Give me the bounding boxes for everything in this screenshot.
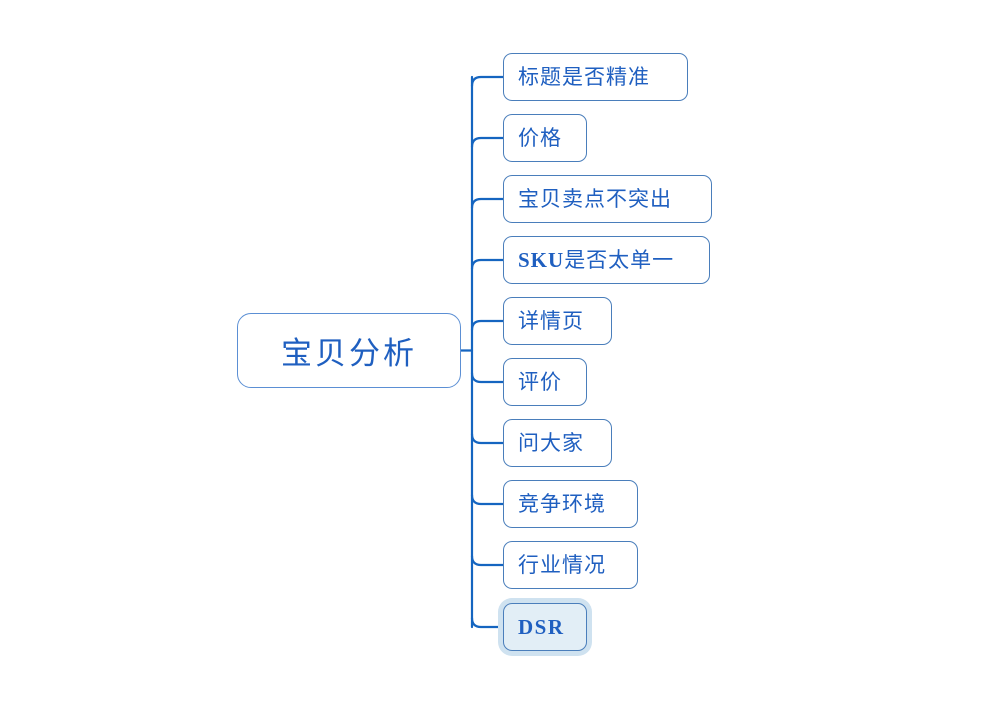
- mindmap-node-label: 价格: [518, 126, 562, 150]
- mindmap-node[interactable]: SKU是否太单一: [503, 236, 710, 284]
- branch-connector: [470, 136, 505, 149]
- mindmap-node[interactable]: 价格: [503, 114, 587, 162]
- branch-connector: [470, 258, 505, 271]
- root-node[interactable]: 宝贝分析: [237, 313, 461, 388]
- branch-connector: [470, 554, 505, 567]
- branch-connector: [470, 75, 505, 88]
- mindmap-node[interactable]: 标题是否精准: [503, 53, 688, 101]
- branch-connector: [470, 616, 505, 629]
- branch-connector: [470, 319, 505, 332]
- node-label-lead: SKU: [518, 247, 565, 272]
- mindmap-node-label: 问大家: [518, 431, 584, 455]
- mindmap-node-label: 宝贝卖点不突出: [518, 187, 672, 211]
- mindmap-node-label: SKU是否太单一: [518, 247, 675, 272]
- mindmap-node[interactable]: 行业情况: [503, 541, 638, 589]
- mindmap-node[interactable]: 问大家: [503, 419, 612, 467]
- branch-connector: [470, 432, 505, 445]
- mindmap-node-label: 行业情况: [518, 553, 606, 577]
- mindmap-node-label: 详情页: [518, 309, 584, 333]
- root-node-label: 宝贝分析: [281, 336, 417, 371]
- branch-connector: [470, 493, 505, 506]
- mindmap-node[interactable]: DSR: [503, 603, 587, 651]
- mindmap-node-label: 竞争环境: [518, 492, 606, 516]
- mindmap-node[interactable]: 宝贝卖点不突出: [503, 175, 712, 223]
- branch-connector: [470, 371, 505, 384]
- branch-connector: [470, 197, 505, 210]
- mindmap-node[interactable]: 评价: [503, 358, 587, 406]
- mindmap-node[interactable]: 竞争环境: [503, 480, 638, 528]
- mindmap-node-label: 标题是否精准: [518, 65, 650, 89]
- mindmap-node-label: 评价: [518, 370, 562, 394]
- mindmap-node[interactable]: 详情页: [503, 297, 612, 345]
- mindmap-node-label: DSR: [518, 614, 565, 639]
